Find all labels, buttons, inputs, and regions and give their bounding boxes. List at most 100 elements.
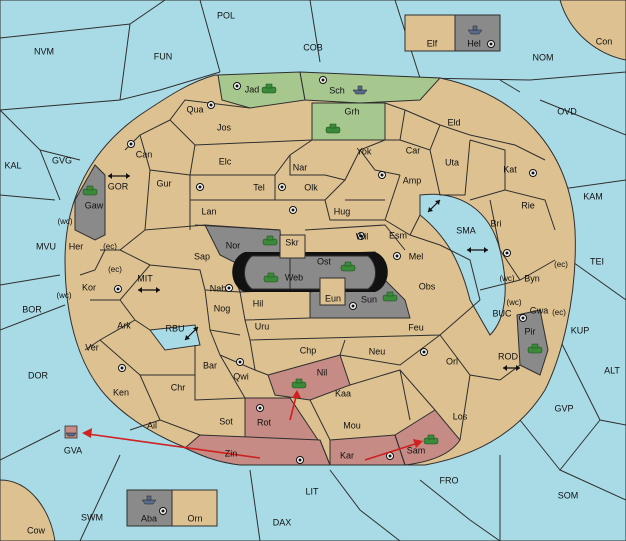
coast-tag: (wc) — [499, 274, 514, 283]
label-Nab: Nab — [210, 283, 227, 293]
region-Orn[interactable] — [171, 489, 218, 527]
label-Aba: Aba — [141, 513, 157, 523]
unit-army-Nor[interactable] — [262, 235, 278, 246]
label-Hil: Hil — [253, 298, 264, 308]
unit-fleet-Sch[interactable] — [352, 85, 368, 95]
label-Web: Web — [285, 272, 303, 282]
coast-tag: (wc) — [56, 291, 71, 300]
label-FRO: FRO — [440, 475, 459, 485]
unit-army-Sam[interactable] — [423, 434, 439, 445]
label-Bri: Bri — [491, 218, 502, 228]
label-KAM: KAM — [583, 191, 603, 201]
label-Feu: Feu — [408, 322, 424, 332]
label-Jad: Jad — [245, 84, 260, 94]
label-Nog: Nog — [214, 303, 231, 313]
label-MIT: MIT — [137, 273, 153, 283]
label-GVG: GVG — [52, 155, 72, 165]
label-Hel: Hel — [467, 38, 481, 48]
label-Sch: Sch — [329, 85, 345, 95]
coast-tags: (wc) (ec) (wc) (ec) (wc) (ec) (wc) (ec) — [56, 217, 568, 317]
label-BOR: BOR — [22, 304, 42, 314]
label-Obs: Obs — [419, 281, 436, 291]
unit-army-Gaw[interactable] — [82, 185, 98, 196]
coast-tag: (wc) — [57, 217, 72, 226]
label-Sap: Sap — [194, 251, 210, 261]
label-Tel: Tel — [253, 182, 265, 192]
unit-army-Web[interactable] — [263, 272, 279, 283]
label-Rot: Rot — [257, 417, 272, 427]
unit-army-Ost[interactable] — [340, 261, 356, 272]
label-OVD: OVD — [557, 106, 577, 116]
unit-army-Grh[interactable] — [325, 123, 341, 134]
label-RBU: RBU — [165, 323, 184, 333]
label-Uru: Uru — [255, 321, 270, 331]
label-Jos: Jos — [217, 122, 232, 132]
label-Kor: Kor — [82, 282, 96, 292]
region-Pir[interactable] — [516, 309, 549, 376]
region-Gaw[interactable] — [74, 164, 106, 241]
unit-army-Nil[interactable] — [291, 378, 307, 389]
label-Skr: Skr — [285, 237, 299, 247]
label-Grh: Grh — [344, 106, 359, 116]
unit-fleet-Hel[interactable] — [467, 25, 483, 35]
label-Qua: Qua — [186, 104, 203, 114]
label-ALT: ALT — [604, 365, 620, 375]
label-Kat: Kat — [503, 164, 517, 174]
label-GVA: GVA — [64, 445, 82, 455]
region-Eun[interactable] — [319, 277, 346, 306]
label-Elf: Elf — [427, 38, 438, 48]
label-Uta: Uta — [445, 157, 459, 167]
inner-sea-SMA — [419, 193, 506, 336]
coast-tag: (ec) — [554, 260, 568, 269]
label-Qwi: Qwi — [233, 371, 249, 381]
label-Cow: Cow — [27, 525, 46, 535]
region-Jad[interactable] — [217, 71, 306, 109]
unit-army-Pir[interactable] — [527, 343, 543, 354]
coast-tag: (ec) — [103, 242, 117, 251]
label-Zin: Zin — [225, 448, 238, 458]
unit-fleet-GVA[interactable] — [64, 425, 78, 439]
label-Lan: Lan — [201, 206, 216, 216]
region-Sam[interactable] — [394, 409, 461, 466]
label-NOM: NOM — [533, 52, 554, 62]
label-SMA: SMA — [456, 225, 476, 235]
label-Orn: Orn — [187, 513, 202, 523]
label-Con: Con — [596, 36, 613, 46]
region-Zin[interactable] — [184, 434, 331, 466]
region-Skr[interactable] — [279, 234, 306, 259]
region-Nil[interactable] — [267, 354, 351, 401]
label-KAL: KAL — [4, 160, 21, 170]
label-Ken: Ken — [113, 387, 129, 397]
label-Ark: Ark — [117, 320, 131, 330]
label-Sun: Sun — [361, 294, 377, 304]
label-NVM: NVM — [34, 46, 54, 56]
region-Sch[interactable] — [299, 71, 442, 104]
label-Neu: Neu — [369, 346, 386, 356]
region-Elf[interactable] — [404, 14, 456, 52]
label-Mou: Mou — [343, 420, 361, 430]
coast-tag: (ec) — [552, 308, 566, 317]
label-Eld: Eld — [447, 117, 460, 127]
label-Bar: Bar — [203, 360, 217, 370]
label-LIT: LIT — [305, 486, 319, 496]
land-borders — [79, 99, 556, 466]
label-Chp: Chp — [300, 345, 317, 355]
region-Ost-top — [289, 255, 376, 290]
unit-army-Sun[interactable] — [382, 291, 398, 302]
label-Ver: Ver — [85, 342, 99, 352]
label-POL: POL — [217, 10, 235, 20]
label-COB: COB — [303, 42, 323, 52]
label-Wil: Wil — [356, 231, 369, 241]
unit-army-Jad[interactable] — [261, 83, 277, 94]
unit-fleet-Aba[interactable] — [141, 495, 157, 505]
coast-tag: (ec) — [108, 265, 122, 274]
label-MVU: MVU — [36, 241, 56, 251]
coast-tag: (wc) — [506, 298, 521, 307]
label-Nar: Nar — [293, 162, 308, 172]
label-Gur: Gur — [156, 178, 171, 188]
inner-sea-RBU — [149, 324, 201, 351]
label-Esm: Esm — [389, 230, 407, 240]
label-Hug: Hug — [334, 206, 351, 216]
